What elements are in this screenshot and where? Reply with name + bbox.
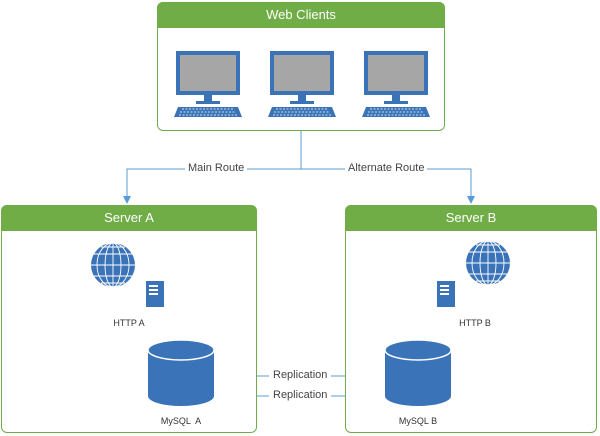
http-b-label: HTTP B <box>459 318 491 328</box>
http-a-label: HTTP A <box>113 318 145 328</box>
database-icon <box>147 339 215 406</box>
globe-icon <box>466 240 510 286</box>
monitor-keyboard-icon <box>268 51 336 117</box>
replication-to-b-label: Replication <box>269 369 332 381</box>
main-route-label: Main Route <box>185 162 248 174</box>
client-computers <box>174 51 430 117</box>
monitor-keyboard-icon <box>362 51 430 117</box>
globe-icon <box>91 242 135 288</box>
mysql-b-label: MySQL B <box>398 416 438 426</box>
web-clients-title: Web Clients <box>157 2 445 28</box>
server-icon <box>437 281 455 307</box>
alternate-route-label: Alternate Route <box>345 162 428 174</box>
web-clients-panel: Web Clients <box>157 2 445 131</box>
server-b-title: Server B <box>345 205 597 231</box>
server-a-panel: Server A <box>1 205 257 433</box>
database-icon <box>384 339 452 406</box>
monitor-keyboard-icon <box>174 51 242 117</box>
server-icon <box>146 281 164 307</box>
replication-to-a-label: Replication <box>269 389 332 401</box>
server-a-title: Server A <box>1 205 257 231</box>
mysql-a-label: MySQL A <box>160 416 202 426</box>
